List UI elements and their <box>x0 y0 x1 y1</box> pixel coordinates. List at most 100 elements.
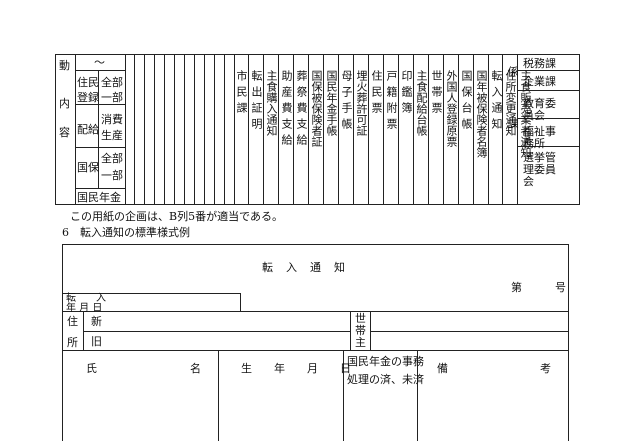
table-line <box>517 70 579 71</box>
group-sub-label: 消費 <box>101 113 123 126</box>
table-line <box>55 204 579 205</box>
form-line <box>568 244 569 441</box>
column-header: 係 <box>506 66 519 77</box>
column-header: 国保被保険者証 <box>310 70 323 147</box>
form-line <box>83 311 84 350</box>
table-line <box>338 54 339 205</box>
form-line <box>417 350 418 441</box>
table-line <box>428 54 429 205</box>
old-address-label: 旧 <box>91 335 102 348</box>
table-line <box>263 54 264 205</box>
table-line <box>517 146 579 147</box>
column-header: 外国人登録原票 <box>445 70 458 147</box>
table-line <box>398 54 399 205</box>
table-line <box>55 54 56 205</box>
name-label-suffix: 名 <box>190 362 201 375</box>
table-line <box>75 188 125 189</box>
column-header: 住民票 <box>370 70 383 118</box>
form-line <box>62 244 63 441</box>
table-line <box>75 54 76 205</box>
group-label: 登録 <box>77 91 99 104</box>
table-line <box>224 54 225 205</box>
household-head-label: 帯 <box>355 324 366 337</box>
group-sub-label: 一部 <box>101 91 123 104</box>
table-line <box>413 54 414 205</box>
address-label: 所 <box>67 336 78 349</box>
name-label: 氏 <box>86 362 97 375</box>
column-header: 助産費支給 <box>280 70 293 150</box>
column-header: 世帯票 <box>430 70 443 118</box>
table-line <box>353 54 354 205</box>
dept-item: 企業課 <box>523 75 556 88</box>
form-line <box>83 331 350 332</box>
group-sub-label: 一部 <box>101 169 123 182</box>
table-line <box>473 54 474 205</box>
remarks-label: 備 <box>437 362 448 375</box>
table-line <box>323 54 324 205</box>
column-header: 市民課 <box>235 70 248 118</box>
column-header: 主食配給台帳 <box>415 70 428 136</box>
column-header: 主食販売業者通知 <box>519 70 532 158</box>
form-line <box>240 293 241 311</box>
table-line <box>579 54 580 205</box>
table-line <box>98 70 99 188</box>
table-line <box>164 54 165 205</box>
column-header: 主食購入通知 <box>265 70 278 136</box>
group-label: 国民年金 <box>77 191 121 204</box>
column-header: 国民年金手帳 <box>325 70 338 136</box>
table-line <box>443 54 444 205</box>
form-number-label: 第 号 <box>511 281 566 294</box>
form-line <box>62 244 569 245</box>
household-head-label: 主 <box>355 336 366 349</box>
form-line <box>350 311 351 350</box>
table-line <box>517 54 518 205</box>
column-header: 住所変更通知 <box>504 70 517 136</box>
column-header: 転出証明 <box>250 70 263 134</box>
table-line <box>134 54 135 205</box>
address-label: 住 <box>67 315 78 328</box>
table-line <box>517 90 579 91</box>
row-label: 内 <box>59 97 70 110</box>
table-line <box>234 54 235 205</box>
column-header: 埋火葬許可証 <box>355 70 368 136</box>
column-header: 母子手帳 <box>340 70 353 134</box>
table-line <box>184 54 185 205</box>
form-line <box>218 350 219 441</box>
remarks-label-suffix: 考 <box>540 362 551 375</box>
pension-label: 処理の済、未済 <box>347 373 424 386</box>
column-header: 国保台帳 <box>460 70 473 134</box>
table-line <box>204 54 205 205</box>
form-line <box>62 350 569 351</box>
table-line <box>174 54 175 205</box>
table-line <box>517 118 579 119</box>
form-title: 転 入 通 知 <box>262 261 346 274</box>
table-line <box>368 54 369 205</box>
note-text: この用紙の企画は、B列5番が適当である。 <box>70 210 283 223</box>
group-sub-label: 全部 <box>101 76 123 89</box>
table-line <box>55 54 579 55</box>
form-line <box>370 331 569 332</box>
dept-item: 福祉事務所 <box>523 125 556 150</box>
dept-item: 税務課 <box>523 57 556 70</box>
form-line <box>343 350 344 441</box>
moved-in-date-label: 転 入 年 月 日 <box>66 293 106 314</box>
table-line <box>125 54 126 205</box>
column-header: 葬祭費支給 <box>295 70 308 150</box>
table-line <box>194 54 195 205</box>
dept-item: 選挙管理委員会 <box>523 151 556 188</box>
table-line <box>75 147 125 148</box>
column-header: 国年被保険者名簿 <box>475 70 488 158</box>
column-header: 戸籍附票 <box>385 70 398 134</box>
table-line <box>75 104 125 105</box>
table-line <box>278 54 279 205</box>
dept-item: 教育委員会 <box>523 97 556 122</box>
range-mark: ～ <box>94 56 105 69</box>
new-address-label: 新 <box>91 315 102 328</box>
column-header: 印鑑簿 <box>400 70 413 118</box>
table-line <box>308 54 309 205</box>
group-sub-label: 生産 <box>101 129 123 142</box>
column-header: 課 <box>506 118 519 129</box>
table-line <box>144 54 145 205</box>
group-label: 住民 <box>77 76 99 89</box>
form-line <box>62 311 569 312</box>
